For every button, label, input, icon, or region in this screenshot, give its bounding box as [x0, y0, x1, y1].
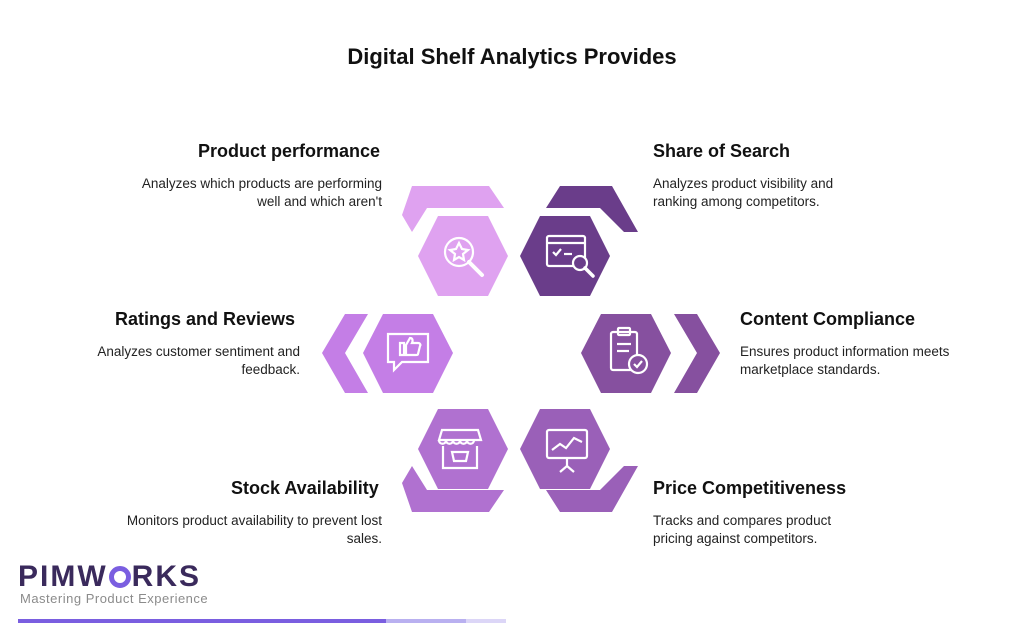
- clipboard-check-icon: [609, 326, 649, 375]
- item-heading-share-of-search: Share of Search: [653, 141, 791, 161]
- browser-search-icon: [545, 234, 595, 278]
- footer-bar-primary: [18, 619, 386, 623]
- hex-group-share-of-search: [520, 186, 638, 296]
- store-basket-icon: [437, 428, 483, 470]
- item-desc-price-competitiveness: Tracks and compares product pricing agai…: [653, 513, 832, 546]
- logo-text-left: PIM: [18, 560, 78, 593]
- hex-share-of-search: [520, 216, 610, 296]
- item-heading-stock-availability: Stock Availability: [231, 478, 379, 498]
- page-title: Digital Shelf Analytics Provides: [347, 44, 677, 69]
- hex-content-compliance: [581, 314, 671, 393]
- chart-board-icon: [545, 428, 589, 473]
- logo-tagline: Mastering Product Experience: [20, 591, 209, 606]
- hex-group-product-performance: [402, 186, 508, 296]
- chevron-content-compliance: [674, 314, 720, 393]
- hex-group-stock-availability: [402, 409, 508, 512]
- chevron-share-of-search: [546, 186, 638, 232]
- item-desc-product-performance: Analyzes which products are performing w…: [141, 176, 382, 209]
- hex-group-price-competitiveness: [520, 409, 638, 512]
- chevron-price-competitiveness: [546, 466, 638, 512]
- item-desc-share-of-search: Analyzes product visibility and ranking …: [653, 176, 834, 209]
- item-desc-stock-availability: Monitors product availability to prevent…: [126, 513, 382, 546]
- pimworks-logo: PIMW RKS: [18, 560, 201, 594]
- logo-text-w: W: [77, 560, 108, 593]
- hex-stock-availability: [418, 409, 508, 489]
- hex-group-content-compliance: [581, 314, 720, 393]
- hex-price-competitiveness: [520, 409, 610, 489]
- footer-bar-light: [466, 619, 506, 623]
- footer-bar-secondary: [386, 619, 466, 623]
- thumbs-up-chat-icon: [386, 332, 430, 373]
- chevron-product-performance: [402, 186, 504, 232]
- item-desc-ratings-reviews: Analyzes customer sentiment and feedback…: [97, 344, 300, 377]
- chevron-ratings-reviews: [322, 314, 368, 393]
- item-heading-product-performance: Product performance: [198, 141, 381, 161]
- logo-text-right: RKS: [131, 560, 202, 593]
- item-heading-price-competitiveness: Price Competitiveness: [653, 478, 847, 498]
- item-heading-content-compliance: Content Compliance: [740, 309, 916, 329]
- chevron-stock-availability: [402, 466, 504, 512]
- hex-ratings-reviews: [363, 314, 453, 393]
- star-magnifier-icon: [443, 236, 484, 277]
- hex-group-ratings-reviews: [322, 314, 453, 393]
- logo-o-ring-icon: [108, 566, 131, 588]
- item-heading-ratings-reviews: Ratings and Reviews: [115, 309, 296, 329]
- item-desc-content-compliance: Ensures product information meets market…: [740, 344, 950, 377]
